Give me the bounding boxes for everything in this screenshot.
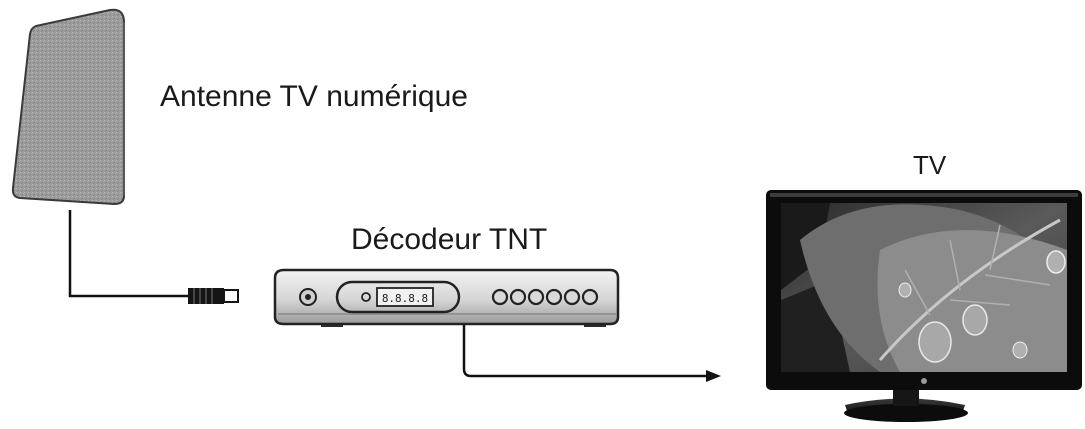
antenna-cable [68,210,190,298]
coax-plug-icon [188,288,239,304]
tv-label: TV [913,150,947,180]
indoor-antenna-icon [11,8,125,206]
decoder-label: Décodeur TNT [351,223,548,256]
arrow-right-icon [706,370,721,382]
antenna-label: Antenne TV numérique [160,80,468,113]
tv-screen [781,203,1067,372]
hdmi-cable [462,323,708,378]
decoder-display: 8.8.8.8 [382,292,428,305]
set-top-box-icon: 8.8.8.8 [273,268,620,327]
tv-power-indicator-icon [921,378,927,384]
flat-screen-tv-icon [766,190,1082,422]
decoder-buttons [491,288,599,306]
